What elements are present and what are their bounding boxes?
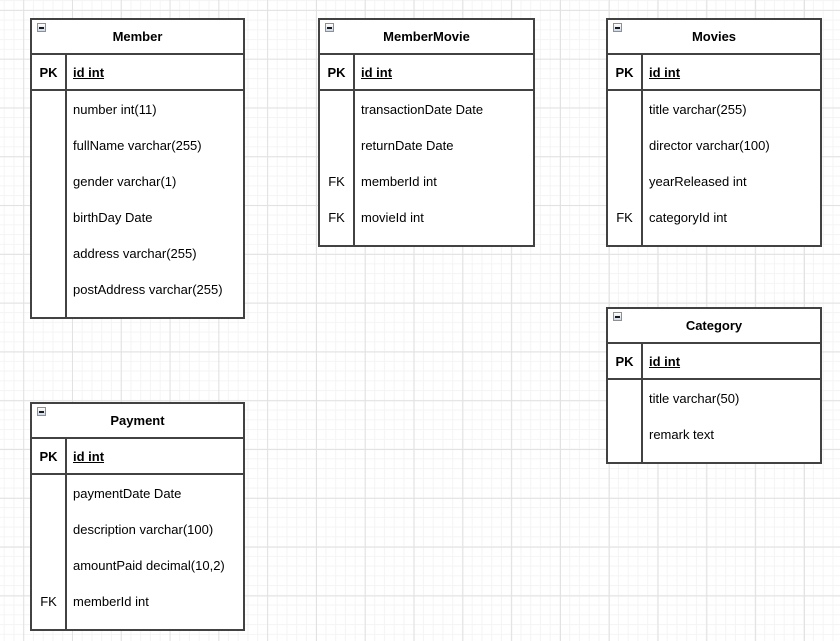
pk-field-label: id int: [361, 64, 393, 80]
row-field-label: transactionDate Date: [361, 101, 484, 117]
table-movies[interactable]: Movies PK id int title varchar(255) dire…: [606, 18, 822, 247]
attribute-row[interactable]: transactionDate Date: [320, 91, 533, 127]
table-title: Category: [685, 318, 743, 333]
table-body: title varchar(255) director varchar(100)…: [608, 91, 820, 245]
row-field-label: fullName varchar(255): [73, 137, 202, 153]
attribute-row[interactable]: returnDate Date: [320, 127, 533, 163]
attribute-row[interactable]: FK memberId int: [32, 583, 243, 619]
table-title: MemberMovie: [383, 29, 470, 44]
column-divider: [641, 344, 643, 462]
primary-key-row[interactable]: PK id int: [320, 55, 533, 91]
primary-key-row[interactable]: PK id int: [608, 344, 820, 380]
row-field-label: number int(11): [73, 101, 157, 117]
row-field-label: gender varchar(1): [73, 173, 177, 189]
attribute-row[interactable]: director varchar(100): [608, 127, 820, 163]
attribute-row[interactable]: title varchar(50): [608, 380, 820, 416]
table-body: number int(11) fullName varchar(255) gen…: [32, 91, 243, 317]
table-body: paymentDate Date description varchar(100…: [32, 475, 243, 629]
pk-key-label: PK: [39, 64, 58, 80]
attribute-row[interactable]: birthDay Date: [32, 199, 243, 235]
collapse-icon[interactable]: [37, 23, 46, 32]
pk-key-label: PK: [615, 353, 634, 369]
table-header[interactable]: MemberMovie: [320, 20, 533, 55]
attribute-row[interactable]: title varchar(255): [608, 91, 820, 127]
row-field-label: paymentDate Date: [73, 485, 182, 501]
row-field-label: memberId int: [73, 593, 149, 609]
table-header[interactable]: Movies: [608, 20, 820, 55]
column-divider: [65, 439, 67, 629]
table-body: transactionDate Date returnDate Date FK …: [320, 91, 533, 245]
pk-key-label: PK: [327, 64, 346, 80]
pk-field-label: id int: [73, 448, 105, 464]
column-divider: [353, 55, 355, 245]
attribute-row[interactable]: FK categoryId int: [608, 199, 820, 235]
column-divider: [641, 55, 643, 245]
row-field-label: movieId int: [361, 209, 424, 225]
table-body: title varchar(50) remark text: [608, 380, 820, 462]
table-header[interactable]: Member: [32, 20, 243, 55]
table-title: Member: [112, 29, 163, 44]
pk-key-label: PK: [39, 448, 58, 464]
row-field-label: address varchar(255): [73, 245, 197, 261]
table-member[interactable]: Member PK id int number int(11) fullName…: [30, 18, 245, 319]
minus-glyph: [39, 410, 44, 413]
attribute-row[interactable]: postAddress varchar(255): [32, 271, 243, 307]
attribute-row[interactable]: number int(11): [32, 91, 243, 127]
row-key-label: FK: [616, 209, 633, 225]
collapse-icon[interactable]: [325, 23, 334, 32]
primary-key-row[interactable]: PK id int: [32, 439, 243, 475]
row-field-label: yearReleased int: [649, 173, 747, 189]
pk-key-label: PK: [615, 64, 634, 80]
collapse-icon[interactable]: [613, 23, 622, 32]
attribute-row[interactable]: gender varchar(1): [32, 163, 243, 199]
attribute-row[interactable]: paymentDate Date: [32, 475, 243, 511]
minus-glyph: [327, 26, 332, 29]
row-key-label: FK: [328, 173, 345, 189]
attribute-row[interactable]: FK memberId int: [320, 163, 533, 199]
table-payment[interactable]: Payment PK id int paymentDate Date descr…: [30, 402, 245, 631]
minus-glyph: [615, 26, 620, 29]
attribute-row[interactable]: fullName varchar(255): [32, 127, 243, 163]
minus-glyph: [39, 26, 44, 29]
row-field-label: returnDate Date: [361, 137, 454, 153]
row-key-label: FK: [40, 593, 57, 609]
minus-glyph: [615, 315, 620, 318]
table-membermovie[interactable]: MemberMovie PK id int transactionDate Da…: [318, 18, 535, 247]
row-field-label: postAddress varchar(255): [73, 281, 223, 297]
row-field-label: amountPaid decimal(10,2): [73, 557, 225, 573]
row-field-label: description varchar(100): [73, 521, 214, 537]
pk-field-label: id int: [649, 353, 681, 369]
attribute-row[interactable]: FK movieId int: [320, 199, 533, 235]
collapse-icon[interactable]: [37, 407, 46, 416]
row-field-label: title varchar(50): [649, 390, 740, 406]
table-header[interactable]: Payment: [32, 404, 243, 439]
pk-field-label: id int: [73, 64, 105, 80]
row-field-label: categoryId int: [649, 209, 728, 225]
primary-key-row[interactable]: PK id int: [608, 55, 820, 91]
table-title: Payment: [110, 413, 165, 428]
pk-field-label: id int: [649, 64, 681, 80]
row-field-label: memberId int: [361, 173, 437, 189]
attribute-row[interactable]: amountPaid decimal(10,2): [32, 547, 243, 583]
row-field-label: director varchar(100): [649, 137, 770, 153]
attribute-row[interactable]: description varchar(100): [32, 511, 243, 547]
table-title: Movies: [691, 29, 737, 44]
attribute-row[interactable]: address varchar(255): [32, 235, 243, 271]
row-field-label: remark text: [649, 426, 715, 442]
collapse-icon[interactable]: [613, 312, 622, 321]
attribute-row[interactable]: yearReleased int: [608, 163, 820, 199]
table-category[interactable]: Category PK id int title varchar(50) rem…: [606, 307, 822, 464]
row-field-label: birthDay Date: [73, 209, 153, 225]
column-divider: [65, 55, 67, 317]
table-header[interactable]: Category: [608, 309, 820, 344]
primary-key-row[interactable]: PK id int: [32, 55, 243, 91]
row-key-label: FK: [328, 209, 345, 225]
attribute-row[interactable]: remark text: [608, 416, 820, 452]
row-field-label: title varchar(255): [649, 101, 747, 117]
